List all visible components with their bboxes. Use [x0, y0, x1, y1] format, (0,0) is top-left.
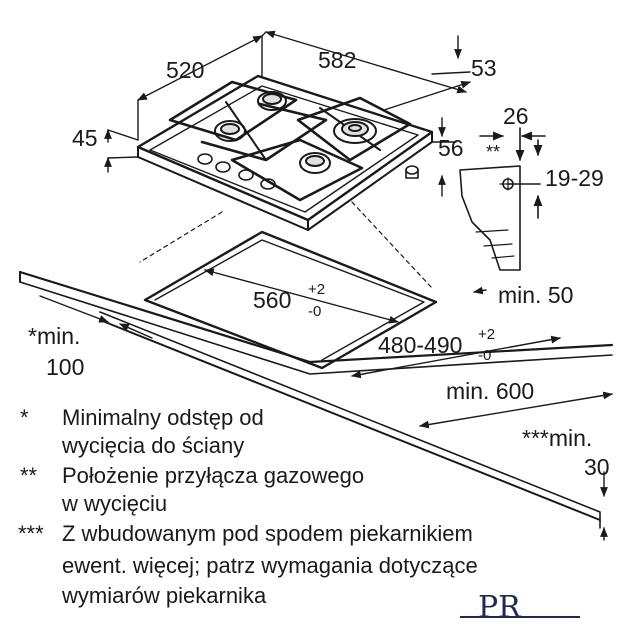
control-knobs	[197, 153, 276, 190]
hob-dimension-lines	[104, 30, 471, 197]
cutout-width-tol-minus: -0	[308, 303, 322, 320]
gas-position-marker: **	[486, 142, 501, 162]
cutout-width-label: 560	[253, 287, 292, 313]
dim-offset-label: 56	[438, 135, 464, 161]
min-30-label-line1: ***min.	[522, 425, 593, 451]
logo-underline	[460, 616, 580, 618]
gas-connection-detail	[459, 127, 546, 271]
min-50-label: min. 50	[498, 282, 574, 308]
gas-offset-label: 26	[503, 103, 529, 129]
footnote-1-mark: *	[20, 405, 29, 430]
dim-length-label: 582	[318, 47, 357, 73]
gas-connector	[405, 165, 419, 179]
footnote-2-mark: **	[20, 463, 38, 488]
dim-height-label: 45	[72, 125, 98, 151]
min-100-label-line2: 100	[46, 354, 85, 380]
gas-hob	[136, 74, 434, 231]
dim-depth-label: 53	[471, 55, 497, 81]
footnote-3-line1: Z wbudowanym pod spodem piekarnikiem	[62, 521, 473, 546]
cutout-depth-tol-plus: +2	[478, 326, 496, 343]
logo-text: PR	[478, 590, 521, 625]
cutout-depth-label: 480-490	[378, 332, 463, 358]
min-600-label: min. 600	[446, 378, 535, 404]
footnote-2-line1: Położenie przyłącza gazowego	[62, 463, 365, 488]
burner-front-left	[214, 120, 246, 142]
cutout-dimension-lines	[39, 268, 613, 541]
watermark-logo: PR	[478, 590, 521, 625]
footnote-3-line3: wymiarów piekarnika	[62, 583, 267, 608]
footnote-3-line2: ewent. więcej; patrz wymagania dotyczące	[62, 553, 478, 578]
footnote-1-line1: Minimalny odstęp od	[62, 405, 264, 430]
min-100-label-line1: *min.	[28, 323, 81, 349]
burner-front-right	[299, 152, 331, 174]
burner-rear-left	[257, 91, 287, 111]
dim-width-label: 520	[166, 57, 205, 83]
cutout-depth-tol-minus: -0	[478, 347, 492, 364]
footnote-2-line2: w wycięciu	[62, 491, 168, 516]
gas-height-range-label: 19-29	[545, 165, 604, 191]
burner-rear-right	[333, 118, 377, 144]
footnote-3-mark: ***	[18, 521, 44, 546]
min-30-label-line2: 30	[584, 454, 610, 480]
cutout-width-tol-plus: +2	[308, 281, 326, 298]
footnote-1-line2: wycięcia do ściany	[62, 433, 245, 458]
